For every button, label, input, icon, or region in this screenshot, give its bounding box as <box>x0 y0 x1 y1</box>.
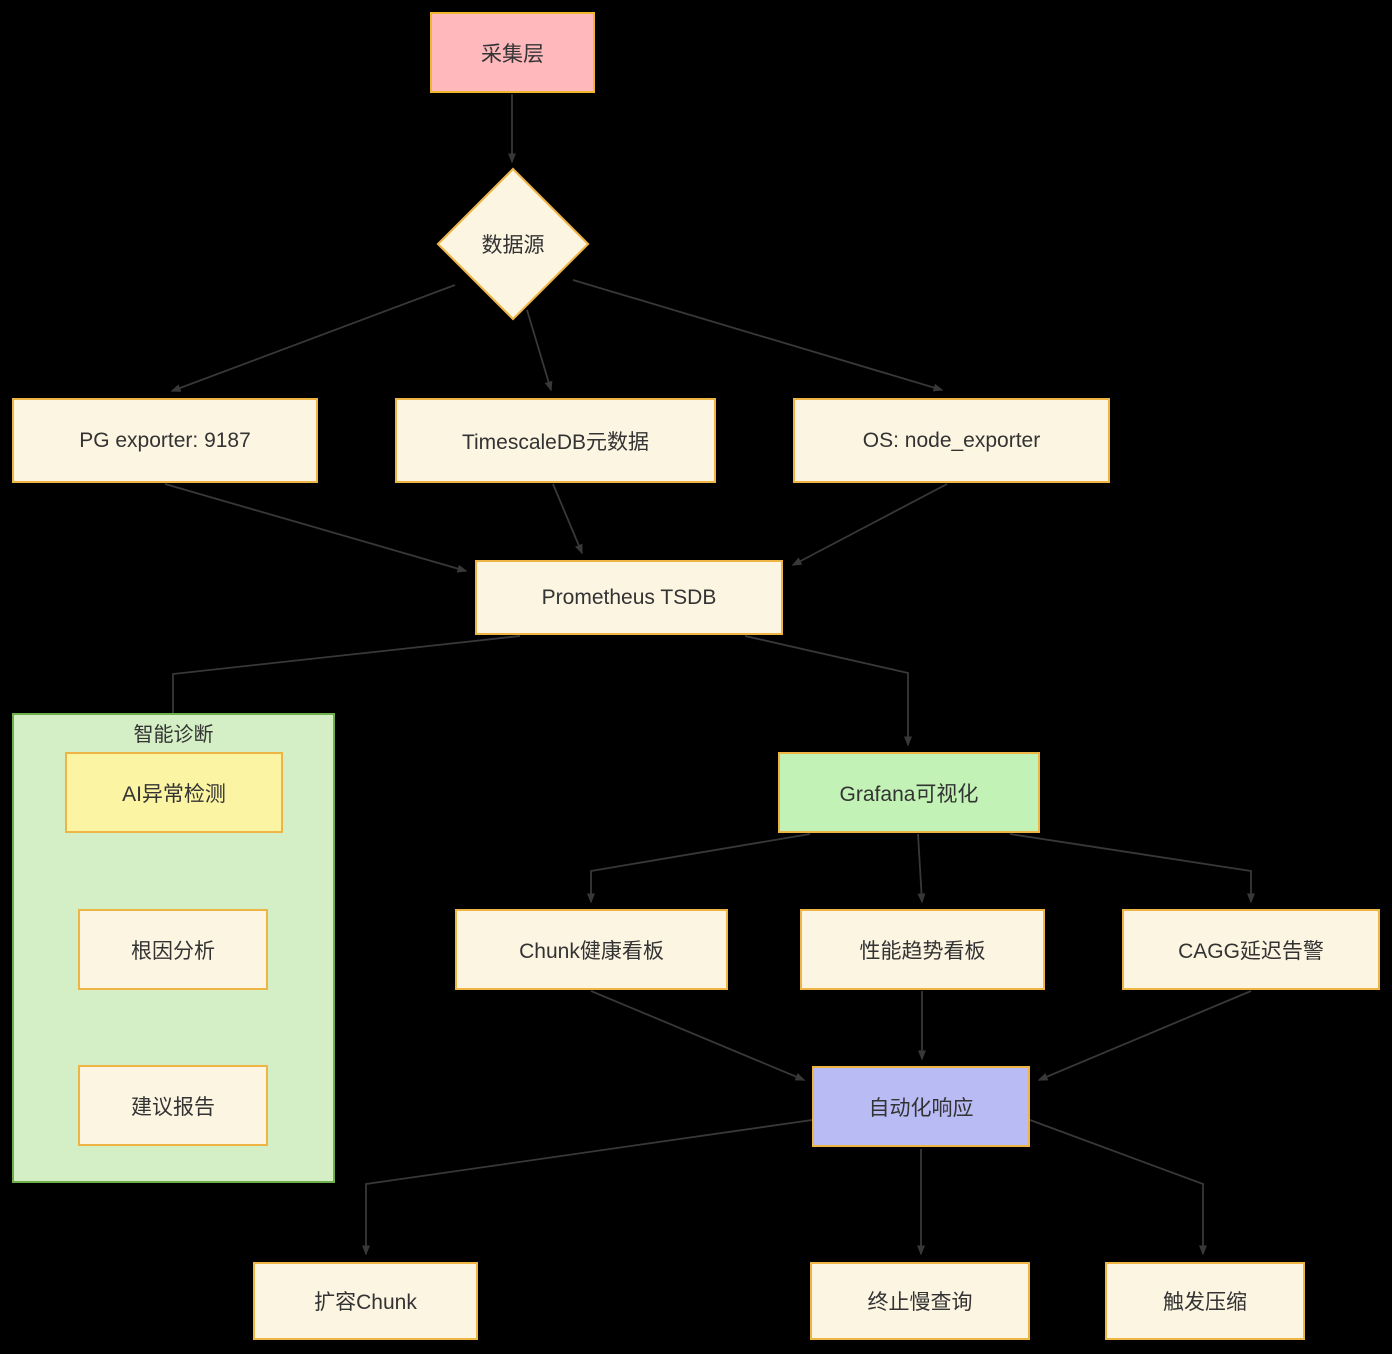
group-smart-diagnosis-label: 智能诊断 <box>133 724 214 746</box>
node-os-node-exporter: OS: node_exporter <box>793 398 1110 483</box>
node-expand-chunk: 扩容Chunk <box>253 1262 478 1340</box>
node-trigger-compression: 触发压缩 <box>1105 1262 1305 1340</box>
node-prometheus-tsdb: Prometheus TSDB <box>475 560 783 635</box>
node-data-source-label: 数据源 <box>481 234 545 257</box>
node-automated-response: 自动化响应 <box>812 1066 1030 1147</box>
node-ai-anomaly-detection: AI异常检测 <box>65 752 283 833</box>
node-performance-trend-dashboard: 性能趋势看板 <box>800 909 1045 990</box>
node-chunk-health-dashboard: Chunk健康看板 <box>455 909 728 990</box>
node-timescaledb-metadata: TimescaleDB元数据 <box>395 398 716 483</box>
node-pg-exporter: PG exporter: 9187 <box>12 398 318 483</box>
node-root-cause-analysis: 根因分析 <box>78 909 268 990</box>
node-grafana-visualization: Grafana可视化 <box>778 752 1040 833</box>
node-suggestion-report: 建议报告 <box>78 1065 268 1146</box>
node-kill-slow-query: 终止慢查询 <box>810 1262 1030 1340</box>
node-collection-layer: 采集层 <box>430 12 595 93</box>
node-cagg-delay-alert: CAGG延迟告警 <box>1122 909 1380 990</box>
